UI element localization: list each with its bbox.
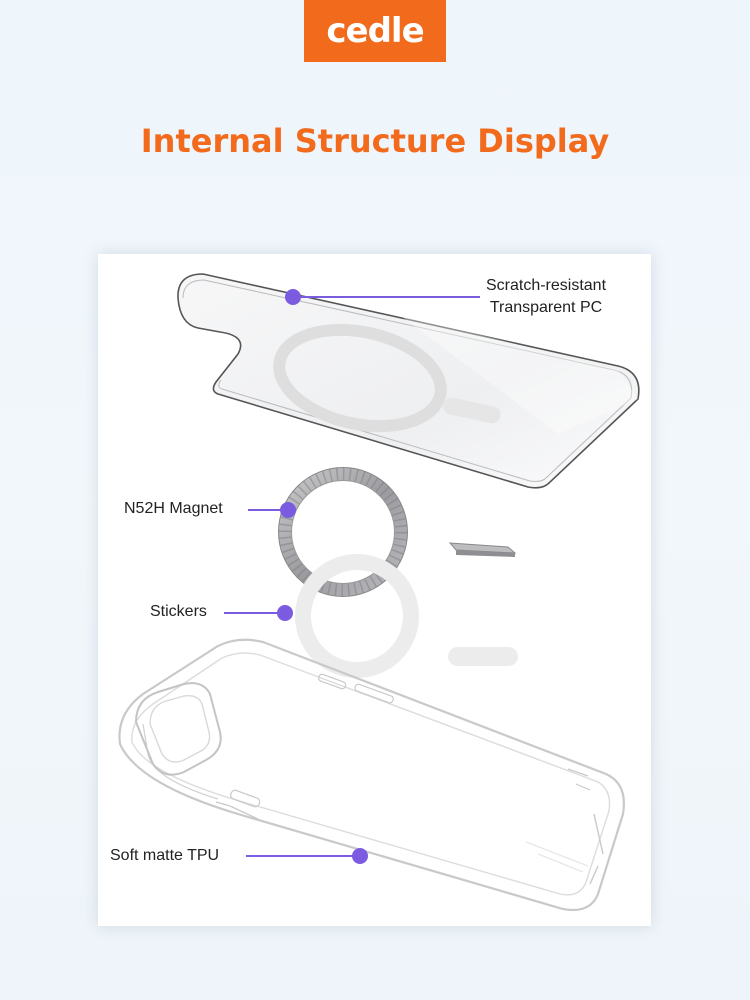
- page-title: Internal Structure Display: [0, 122, 750, 160]
- tpu-case-frame: [119, 640, 623, 910]
- pc-label-line-2: Transparent PC: [466, 297, 626, 319]
- pc-label-line-1: Scratch-resistant: [466, 275, 626, 297]
- magnet-label: N52H Magnet: [124, 498, 223, 520]
- magnet-marker-dot: [280, 502, 296, 518]
- structure-diagram-panel: Scratch-resistant Transparent PC N52H Ma…: [98, 254, 651, 926]
- tpu-marker-dot: [352, 848, 368, 864]
- tpu-label: Soft matte TPU: [110, 845, 219, 867]
- stickers-label: Stickers: [150, 601, 207, 623]
- brand-logo-text: cedle: [326, 11, 423, 51]
- pc-marker-dot: [285, 289, 301, 305]
- exploded-view-illustration: [98, 254, 651, 926]
- stickers-ring: [303, 562, 518, 670]
- pc-label: Scratch-resistant Transparent PC: [466, 275, 626, 319]
- brand-logo: cedle: [304, 0, 446, 62]
- stickers-marker-dot: [277, 605, 293, 621]
